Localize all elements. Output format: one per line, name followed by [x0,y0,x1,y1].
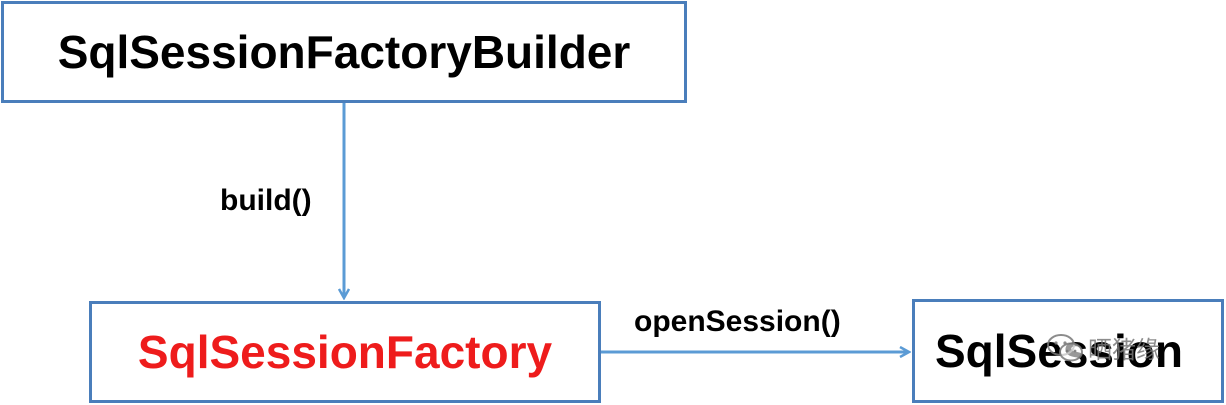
sqlsession-node: SqlSession [912,299,1224,403]
sqlsessionfactorybuilder-node: SqlSessionFactoryBuilder [1,1,687,103]
watermark: 晒猪缘 [1046,330,1160,365]
sqlsessionfactory-label: SqlSessionFactory [137,326,553,378]
watermark-text: 晒猪缘 [1088,336,1160,364]
build-edge-label: build() [220,184,312,217]
wechat-icon [1047,333,1083,361]
sqlsessionfactorybuilder-label: SqlSessionFactoryBuilder [57,26,631,78]
sqlsessionfactory-node: SqlSessionFactory [89,301,601,403]
open-session-edge-label: openSession() [634,305,841,338]
